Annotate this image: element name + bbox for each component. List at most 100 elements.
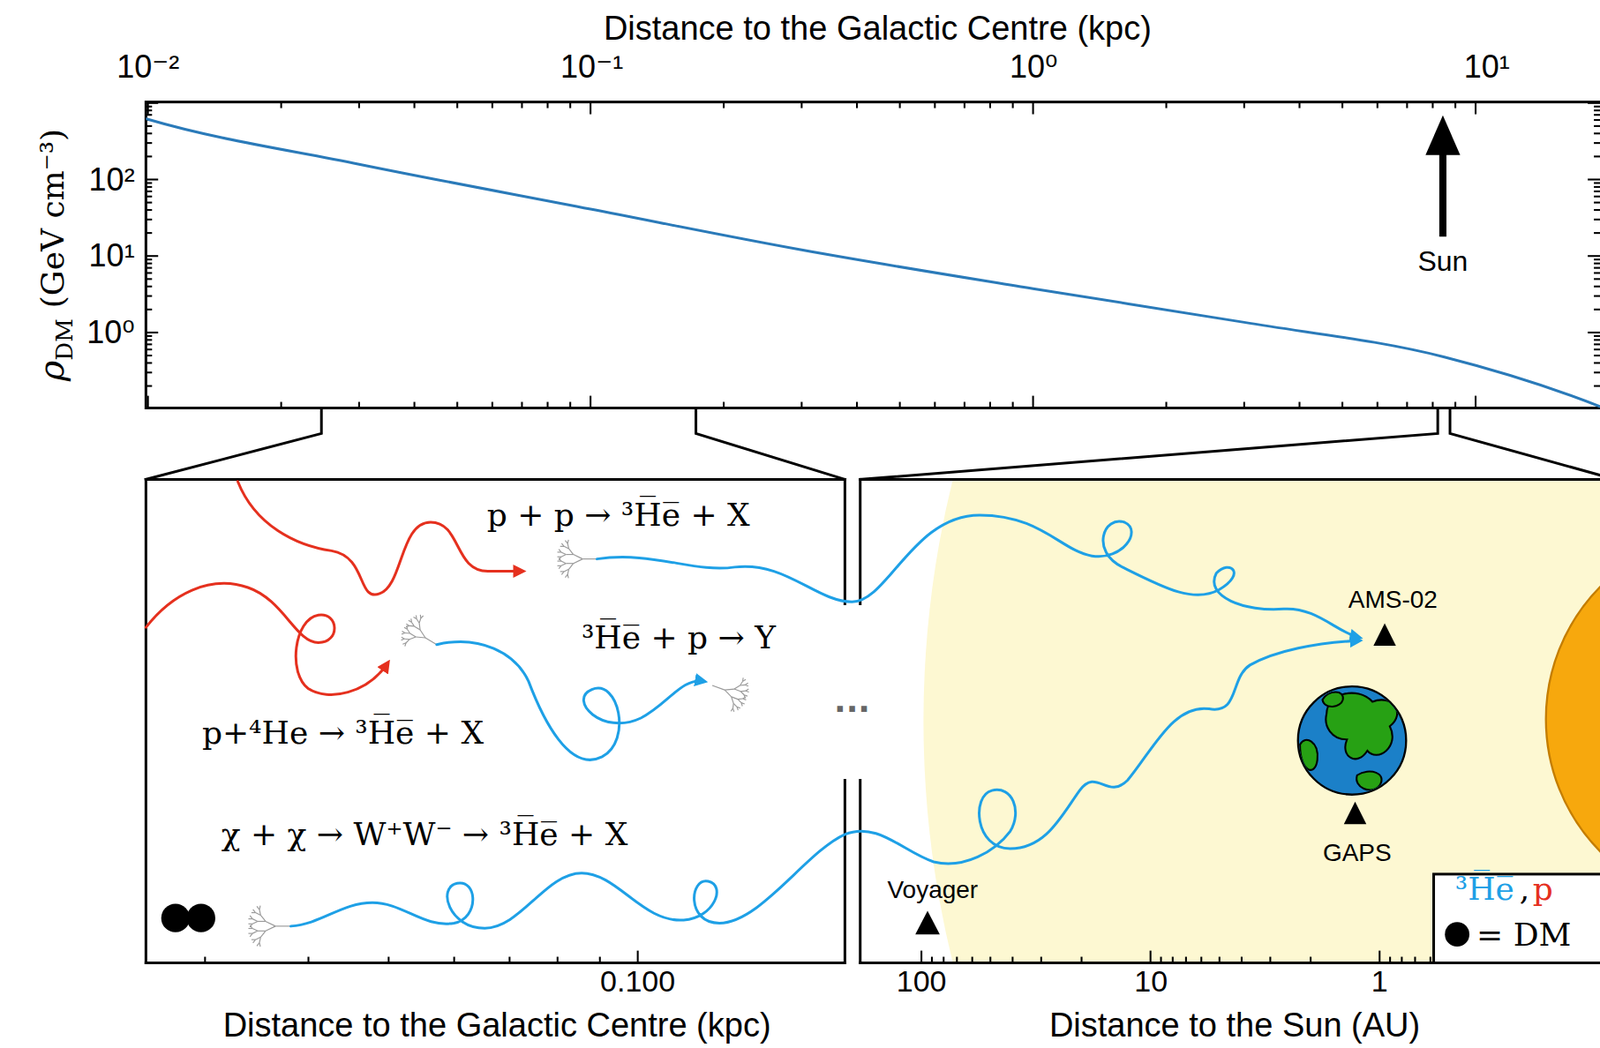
tick-mark (1593, 338, 1600, 341)
tick-label: 0.100 (600, 964, 676, 1000)
cascade-branch (259, 906, 261, 911)
particle-tracks (145, 481, 1360, 929)
axis-title: Distance to the Sun (AU) (1049, 1006, 1420, 1045)
tick-mark (1405, 402, 1408, 409)
cascade-branch (401, 637, 405, 639)
tick-mark (1376, 402, 1379, 409)
tick-mark (1298, 102, 1300, 109)
earth-globe (1298, 686, 1407, 796)
tick-mark (963, 102, 966, 109)
cascade-branch (737, 699, 742, 704)
tick-mark (387, 957, 390, 964)
tick-mark (145, 181, 152, 184)
cascade-branch (712, 685, 725, 691)
tick-mark (1593, 186, 1600, 188)
cascade-branch (565, 554, 573, 556)
cascade-branch (745, 691, 750, 692)
detector-marker (1373, 623, 1396, 646)
continent (1356, 772, 1382, 791)
heliosphere (923, 479, 1600, 963)
tick-mark (1431, 102, 1434, 109)
cascade-branch (419, 618, 421, 624)
tick-mark (1593, 335, 1600, 338)
tick-mark (145, 125, 152, 128)
axis-subscript: DM (51, 318, 78, 361)
cascade-branch (404, 638, 410, 641)
cascade-branch (409, 637, 416, 640)
tick-mark (145, 361, 152, 364)
particle-track (237, 481, 523, 595)
earth (1298, 686, 1407, 796)
panel-border (858, 781, 862, 964)
tick-mark (520, 402, 523, 409)
cascade-branch (724, 689, 735, 691)
cascade-branch (252, 928, 258, 932)
cascade-branch (734, 689, 741, 692)
tick-label: 10 (1134, 964, 1168, 1000)
tick-mark (453, 957, 456, 964)
tick-mark (1593, 385, 1600, 388)
panel-border (843, 479, 847, 604)
axis-ticks (145, 102, 1600, 964)
tick-mark (546, 402, 549, 409)
tick-mark (145, 105, 152, 108)
particle-track (291, 640, 1360, 929)
tick-mark (1593, 262, 1600, 265)
marker-label: Sun (1417, 245, 1468, 278)
continents (1299, 692, 1398, 791)
tick-mark (1593, 267, 1600, 270)
tick-mark (145, 190, 152, 193)
panel-border (144, 479, 148, 963)
cascade-branch (259, 909, 261, 916)
cascade-branch (730, 708, 733, 712)
tick-mark (145, 277, 152, 280)
tick-mark (1309, 957, 1312, 964)
tick-mark (1593, 105, 1600, 108)
tick-mark (1341, 102, 1344, 109)
tick-mark (856, 402, 858, 409)
detector-label: GAPS (1322, 839, 1392, 868)
sun-arrow (1425, 115, 1460, 238)
cascade-branch (561, 563, 566, 567)
tick-mark (800, 402, 803, 409)
tick-mark (1593, 354, 1600, 357)
cascade-branch (741, 703, 743, 707)
tick-mark (989, 102, 992, 109)
tick-mark (963, 402, 966, 409)
cascade-branch (733, 703, 737, 707)
tick-mark (1149, 951, 1152, 964)
particle-track (145, 583, 388, 695)
tick-mark (145, 195, 152, 198)
tick-mark (145, 102, 158, 105)
cascade-branch (252, 931, 258, 934)
tick-mark (971, 957, 974, 964)
legend-entry: = DM (1476, 916, 1571, 954)
tick-mark (456, 102, 459, 109)
tick-mark (1593, 308, 1600, 311)
tick-mark (145, 109, 152, 112)
tick-mark (1454, 102, 1457, 109)
tick-mark (145, 113, 152, 116)
particle-track (596, 515, 1360, 639)
cascade-branch (557, 556, 562, 558)
tick-mark (145, 335, 152, 338)
sun-region (923, 479, 1600, 963)
cascade-branch (582, 558, 597, 560)
cascade-branch (256, 943, 260, 947)
tick-mark (1185, 957, 1187, 964)
cascade-branch (564, 540, 568, 544)
cascade-branch (740, 684, 746, 687)
tick-label: 10⁻¹ (560, 48, 624, 86)
cascade-branch (405, 639, 410, 644)
cascade-branch (561, 561, 566, 564)
illustration-group (105, 0, 1600, 1048)
tick-mark (942, 957, 945, 964)
tick-mark (800, 102, 803, 109)
tick-mark (1593, 232, 1600, 234)
panel-border (858, 479, 862, 604)
tick-mark (1400, 957, 1403, 964)
zoom-bracket (145, 408, 322, 481)
cascade-branch (732, 703, 735, 709)
tick-label: 10⁰ (1009, 48, 1058, 86)
tick-mark (1593, 218, 1600, 221)
